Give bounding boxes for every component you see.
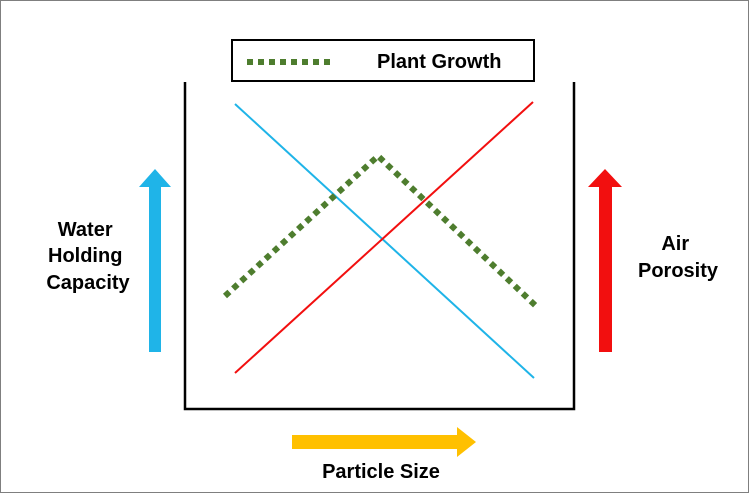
- particle-size-label: Particle Size: [322, 461, 440, 483]
- air-label-line-2: Porosity: [638, 260, 719, 282]
- water-label-line-3: Capacity: [46, 272, 130, 294]
- water-label-line-2: Holding: [48, 245, 122, 267]
- water-holding-capacity-label: Water Holding Capacity: [46, 219, 130, 294]
- up-arrow-icon: [139, 169, 171, 352]
- particle-size-arrow: [292, 427, 476, 457]
- line-water-holding-capacity: [234, 103, 535, 379]
- legend-box: [231, 39, 535, 82]
- axes-frame: [183, 82, 576, 411]
- air-label-line-1: Air: [661, 233, 689, 255]
- line-plant-growth: [222, 151, 540, 310]
- water-holding-capacity-arrow: [139, 169, 171, 352]
- up-arrow-icon: [588, 169, 622, 352]
- right-arrow-icon: [292, 427, 476, 457]
- line-air-porosity: [234, 101, 534, 374]
- air-porosity-label: Air Porosity: [638, 233, 719, 282]
- legend: Plant Growth: [231, 39, 535, 82]
- legend-label-plant-growth: Plant Growth: [377, 51, 501, 73]
- water-label-line-1: Water: [58, 219, 113, 241]
- air-porosity-arrow: [588, 169, 622, 352]
